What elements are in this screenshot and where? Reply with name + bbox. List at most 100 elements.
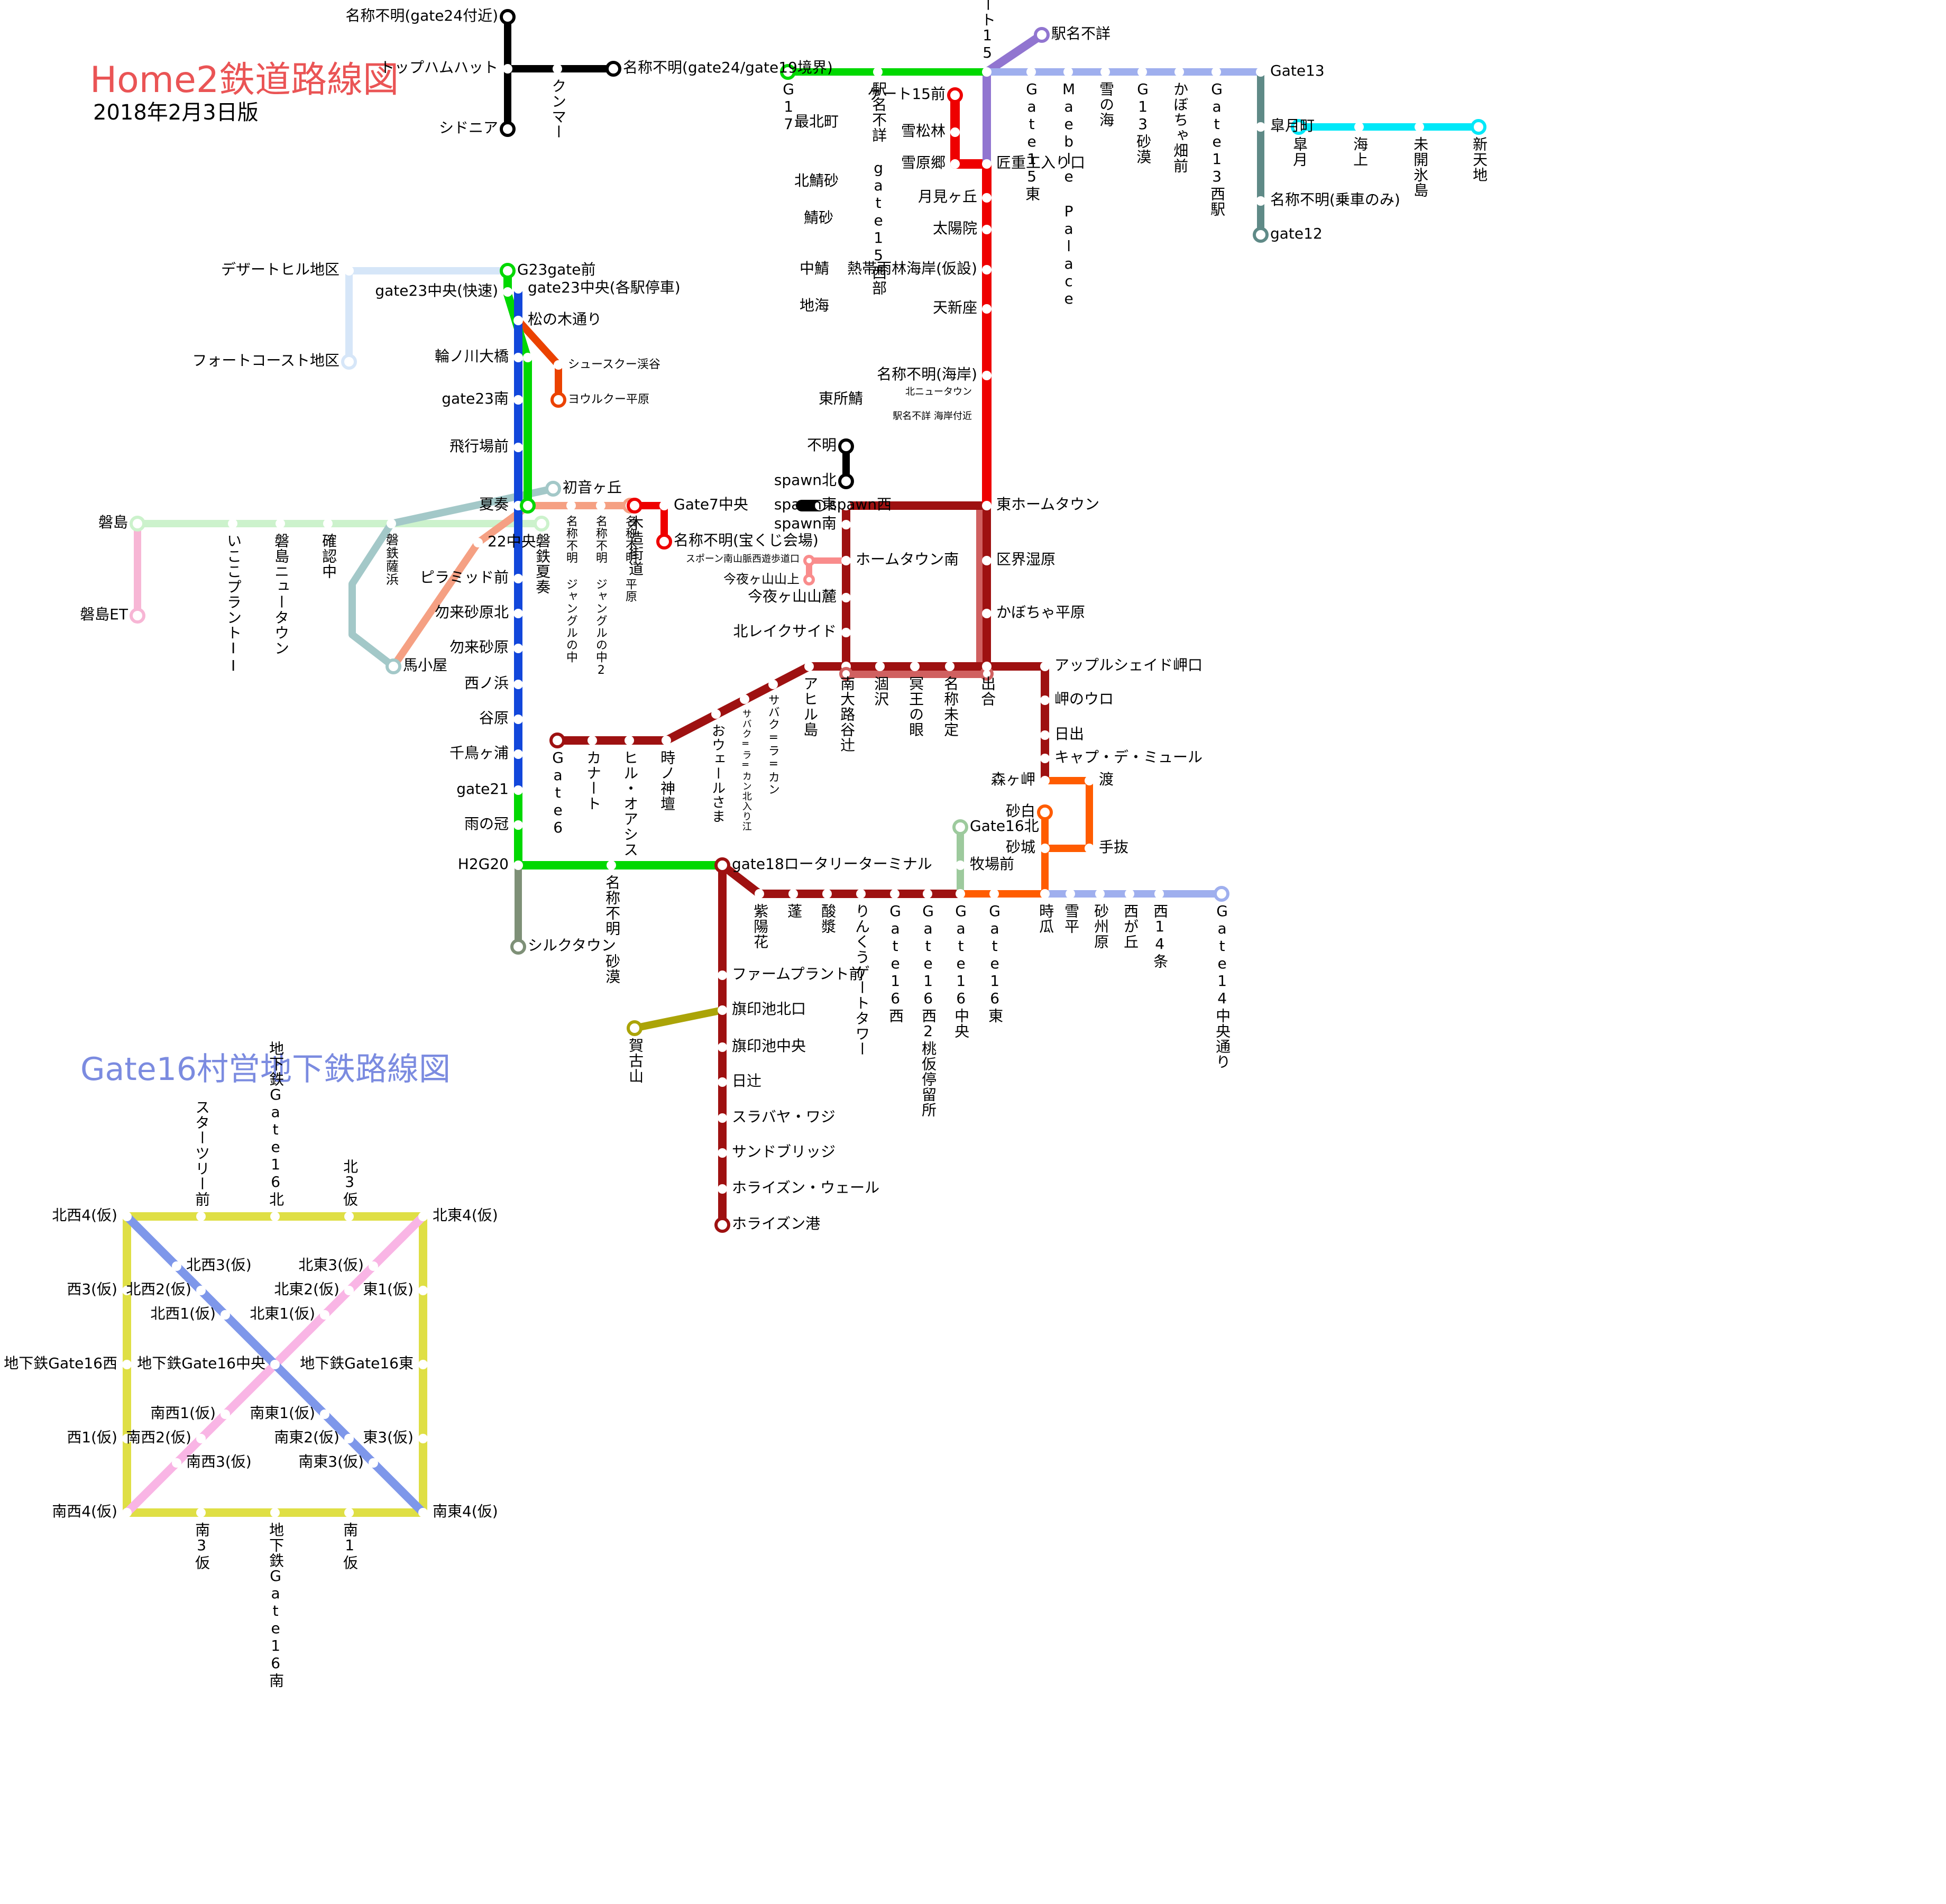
station-label: 皐月 <box>1291 136 1308 167</box>
station-circle <box>982 67 992 77</box>
station-circle <box>520 498 536 514</box>
station-circle <box>1040 695 1050 705</box>
station-label: 名称不明(海岸) <box>877 366 977 383</box>
station-circle <box>982 193 992 203</box>
line-rose-overlay <box>846 509 985 678</box>
station-circle <box>815 501 824 510</box>
station-circle <box>803 555 815 566</box>
station-circle <box>228 519 237 528</box>
station-label: 海上 <box>1351 136 1369 167</box>
station-circle <box>1040 662 1050 671</box>
station-circle <box>122 1286 132 1295</box>
station-label: 紫陽花 <box>751 903 769 949</box>
map1-title: Home2鉄道路線図 <box>90 59 399 102</box>
station-circle <box>503 287 512 297</box>
station-label: 東ホームタウン <box>996 496 1100 514</box>
station-circle <box>607 861 616 870</box>
station-label: 時ノ神壇 <box>658 750 676 811</box>
station-circle <box>510 939 526 955</box>
station-label: 名称不明 砂漠 <box>603 875 621 984</box>
station-label: スラバヤ・ワジ <box>732 1109 836 1126</box>
station-label: 未開氷島 <box>1411 136 1429 198</box>
station-circle <box>1415 122 1424 132</box>
station-label: spawn西 <box>829 496 892 514</box>
station-circle <box>369 1458 378 1468</box>
station-circle <box>554 360 563 370</box>
station-circle <box>838 438 854 454</box>
station-label: ピラミッド前 <box>420 569 509 587</box>
station-label: 熱帯雨林海岸(仮設) <box>847 260 977 278</box>
station-label: 地下鉄Gate16北 <box>267 1041 284 1207</box>
station-circle <box>513 395 523 405</box>
station-circle <box>1253 227 1269 243</box>
station-label: アヒル島 <box>801 676 819 737</box>
station-label: 北ニュータウン <box>905 387 972 398</box>
station-label: gate21 <box>456 781 509 798</box>
station-label: ヒル・オアシス <box>621 750 639 857</box>
station-label: Gate13西駅 <box>1208 81 1226 217</box>
station-label: 匠重工入り口 <box>996 154 1085 172</box>
station-circle <box>718 1113 727 1123</box>
station-label: 木造街道 <box>627 515 644 576</box>
station-label: 南東2(仮) <box>274 1429 339 1447</box>
station-label: 勿来砂原 <box>449 639 509 656</box>
station-circle <box>822 889 832 899</box>
line-orange-watari <box>960 777 1093 898</box>
station-label: シルクタウン <box>528 937 616 955</box>
station-label: 最北町 <box>794 113 839 131</box>
station-label: 北西1(仮) <box>150 1305 216 1323</box>
station-circle <box>711 709 721 719</box>
station-circle <box>523 353 533 362</box>
station-label: 時瓜 <box>1037 903 1054 934</box>
station-label: 雪原郷 <box>901 154 946 172</box>
station-circle <box>122 1212 132 1221</box>
station-circle <box>982 501 992 510</box>
station-circle <box>418 1212 428 1221</box>
station-label: Gate16西 <box>887 903 904 1023</box>
station-circle <box>221 1409 230 1419</box>
station-label: Maeble Palace <box>1060 81 1078 308</box>
station-label: りんくうゲートタワー <box>853 903 870 1057</box>
station-circle <box>1040 730 1050 740</box>
station-label: Gate14中央通り <box>1214 903 1231 1069</box>
station-circle <box>1066 889 1075 899</box>
station-circle <box>500 121 516 137</box>
station-label: 磐島 <box>98 514 128 532</box>
station-label: 地下鉄Gate16東 <box>300 1355 414 1372</box>
station-label: 名称不明 ジャングルの中 <box>564 515 579 663</box>
station-circle <box>513 353 523 362</box>
station-circle <box>588 736 597 745</box>
station-label: キャプ・デ・ミュール <box>1054 749 1203 766</box>
map2-title: Gate16村営地下鉄路線図 <box>80 1051 451 1088</box>
station-circle <box>196 1508 206 1517</box>
station-label: 北鯖砂 <box>794 172 839 190</box>
station-circle <box>839 667 853 681</box>
station-label: ホライズン・ウェール <box>732 1179 880 1197</box>
station-label: 今夜ヶ山山上 <box>723 572 800 587</box>
station-circle <box>1040 776 1050 785</box>
station-circle <box>1026 67 1036 77</box>
station-circle <box>838 473 854 489</box>
station-circle <box>513 609 523 618</box>
station-circle <box>952 819 968 835</box>
station-label: サンドブリッジ <box>732 1143 836 1161</box>
station-label: 名称不明(gate24/gate19境界) <box>623 59 833 77</box>
station-circle <box>513 316 523 325</box>
station-label: 手抜 <box>1099 839 1128 856</box>
station-label: 北東2(仮) <box>274 1281 339 1298</box>
station-circle <box>122 1434 132 1443</box>
station-circle <box>323 519 333 528</box>
station-circle <box>418 1286 428 1295</box>
station-circle <box>662 736 671 745</box>
station-circle <box>945 662 954 671</box>
station-label: アップルシェイド岬口 <box>1054 657 1203 674</box>
station-circle <box>656 534 672 550</box>
station-circle <box>718 1148 727 1158</box>
station-circle <box>718 1184 727 1194</box>
station-label: H2G20 <box>457 856 509 873</box>
line-green-south <box>514 790 722 869</box>
station-circle <box>172 1458 181 1468</box>
station-label: 東3(仮) <box>363 1429 414 1447</box>
